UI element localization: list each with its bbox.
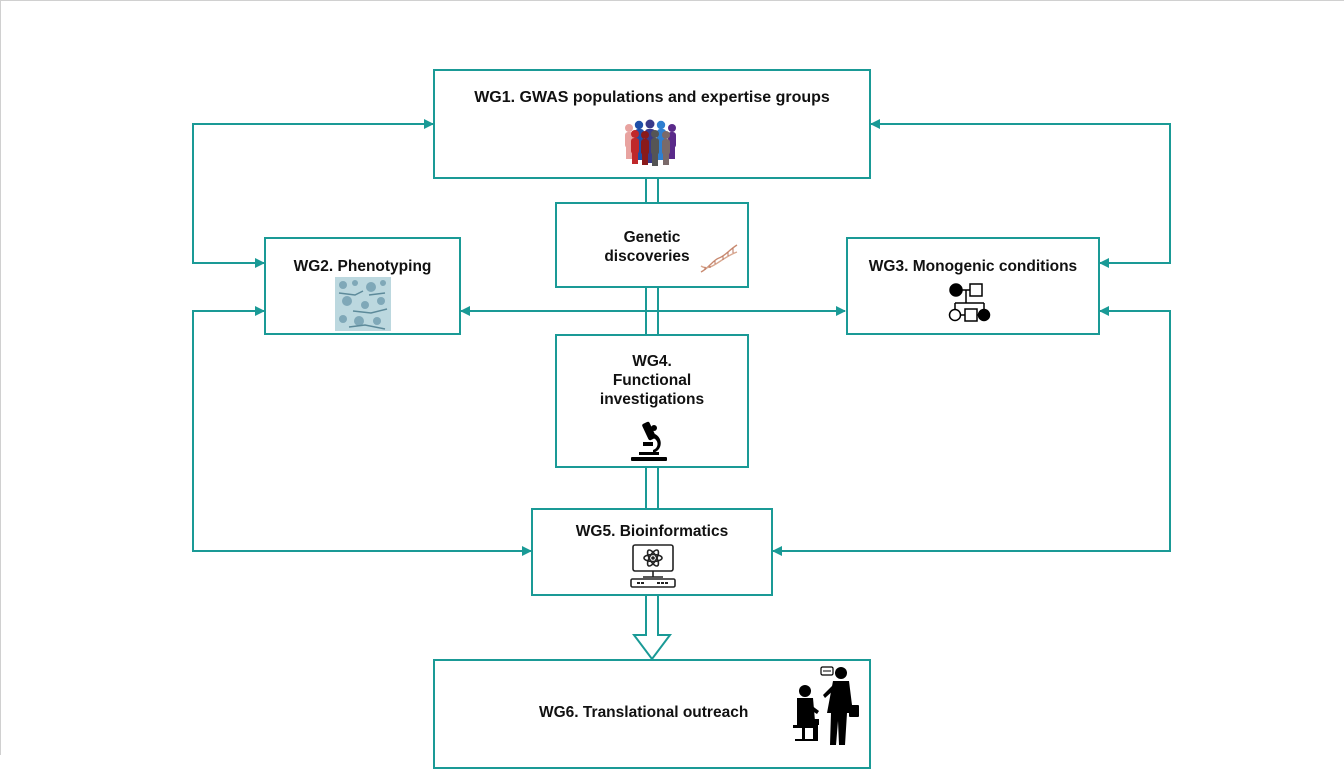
- genetic-discoveries-line1: Genetic: [623, 229, 681, 246]
- connector-wg3-wg1-right: [870, 119, 1171, 268]
- dna-icon: [699, 242, 739, 281]
- wg2-title: WG2. Phenotyping: [293, 258, 432, 275]
- genetic-discoveries-box: Genetic discoveries: [555, 202, 749, 288]
- microscope-icon: [629, 420, 669, 469]
- wg4-box: WG4. Functional investigations: [555, 334, 749, 468]
- pedigree-icon: [948, 281, 992, 330]
- wg1-title: WG1. GWAS populations and expertise grou…: [474, 89, 830, 106]
- wg3-title: WG3. Monogenic conditions: [868, 258, 1078, 275]
- wg6-title: WG6. Translational outreach: [539, 704, 749, 721]
- wg5-box: WG5. Bioinformatics: [531, 508, 773, 596]
- arrow-wg5-wg6: [632, 595, 672, 661]
- wg2-box: WG2. Phenotyping: [264, 237, 461, 335]
- wg6-box: WG6. Translational outreach: [433, 659, 871, 769]
- doctor-patient-icon: [787, 665, 867, 754]
- wg3-box: WG3. Monogenic conditions: [846, 237, 1100, 335]
- computer-atom-icon: [629, 543, 677, 594]
- connector-wg2-wg5-left: [192, 306, 532, 556]
- wg4-line3: investigations: [599, 391, 705, 408]
- central-trunk: [645, 178, 659, 510]
- wg4-line2: Functional: [612, 372, 692, 389]
- genetic-discoveries-line2: discoveries: [604, 248, 690, 265]
- connector-wg3-wg5-right: [772, 306, 1171, 556]
- wg4-line1: WG4.: [632, 353, 672, 370]
- connector-wg2-wg1-left: [192, 119, 434, 268]
- people-group-icon: [621, 119, 683, 172]
- wg1-box: WG1. GWAS populations and expertise grou…: [433, 69, 871, 179]
- phenotype-images-icon: [335, 277, 391, 336]
- wg5-title: WG5. Bioinformatics: [575, 523, 729, 540]
